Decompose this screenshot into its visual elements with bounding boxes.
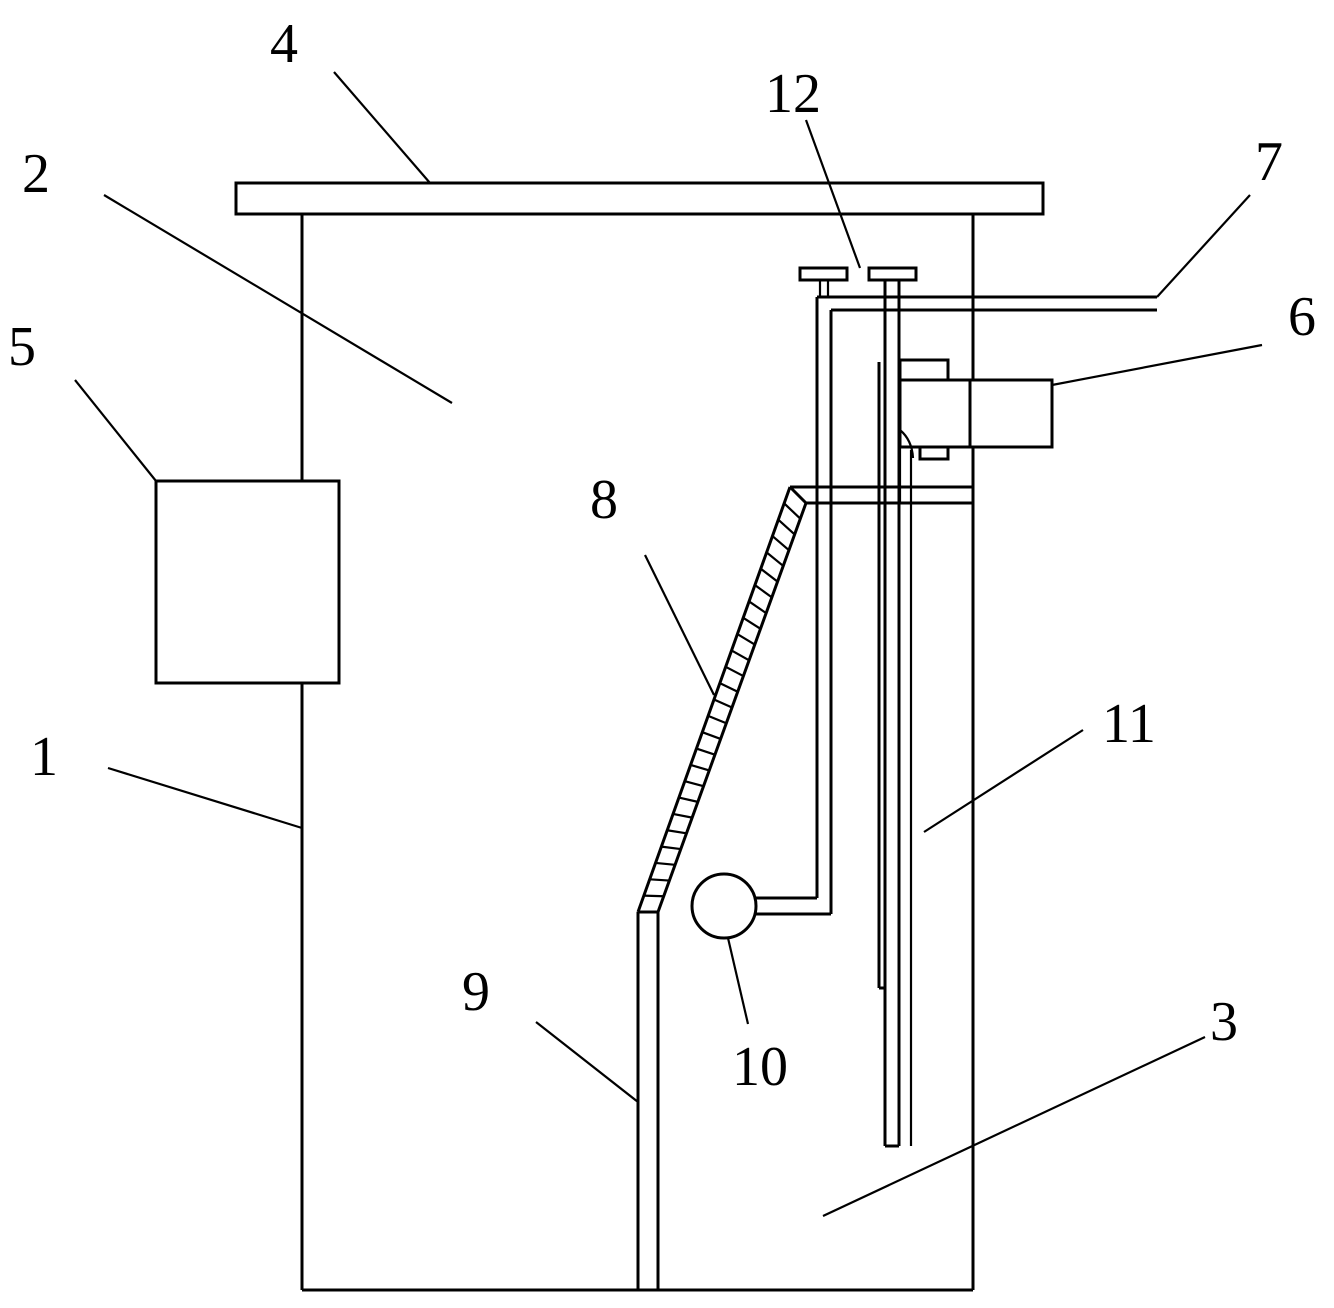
labels: 4 12 2 7 5 6 8 11 1 9 3 10	[8, 13, 1316, 1098]
filter-hatch-line	[655, 861, 676, 866]
filter-hatch-line	[754, 584, 773, 599]
filter-hatch-line	[725, 665, 744, 678]
filter-hatch-line	[760, 567, 779, 583]
filter-hatch-line	[748, 600, 767, 615]
pump	[690, 872, 758, 940]
label-7: 7	[1255, 131, 1283, 193]
inclined-filter-plate	[636, 485, 808, 913]
filter-hatch-line	[777, 518, 796, 536]
label-1: 1	[30, 726, 58, 788]
valve-handles	[798, 266, 918, 297]
partition-wall	[636, 910, 660, 1290]
level-rod	[883, 280, 901, 1148]
label-10: 10	[732, 1036, 788, 1098]
filter-hatch-line	[783, 502, 802, 520]
filter-hatch-line	[649, 878, 670, 882]
filter-hatch-line	[696, 747, 716, 756]
filter-hatch-line	[742, 616, 762, 630]
filter-hatch-line	[672, 812, 693, 819]
filter-hatch-line	[678, 796, 699, 803]
top-lid	[234, 181, 1045, 216]
motor	[898, 358, 1054, 461]
filter-hatch-line	[643, 894, 664, 898]
filter-hatch-line	[765, 551, 784, 567]
label-9: 9	[462, 961, 490, 1023]
filter-hatch-line	[690, 763, 710, 772]
label-2: 2	[22, 143, 50, 205]
filter-hatch-line	[667, 829, 687, 835]
label-12: 12	[765, 63, 821, 125]
filter-hatch-line	[661, 845, 681, 851]
filter-hatch-line	[736, 633, 756, 646]
filter-hatch-line	[730, 649, 750, 662]
label-8: 8	[590, 469, 618, 531]
outlet-pipe	[756, 297, 833, 916]
filter-hatch-line	[771, 535, 790, 552]
control-box	[154, 479, 341, 685]
label-3: 3	[1210, 991, 1238, 1053]
label-5: 5	[8, 316, 36, 378]
level-switch-inner	[898, 435, 913, 1146]
label-6: 6	[1288, 286, 1316, 348]
support-bar	[790, 485, 973, 505]
filter-hatch-line	[719, 682, 739, 693]
float-rod	[877, 362, 885, 990]
label-11: 11	[1102, 693, 1156, 755]
filter-hatch-line	[707, 714, 727, 725]
label-4: 4	[270, 13, 298, 75]
leader-lines	[74, 71, 1263, 1217]
outlet-pipe-top	[817, 295, 1157, 312]
filter-hatch-line	[701, 731, 721, 740]
filter-hatch-line	[713, 698, 733, 709]
filter-hatch-line	[684, 780, 704, 788]
